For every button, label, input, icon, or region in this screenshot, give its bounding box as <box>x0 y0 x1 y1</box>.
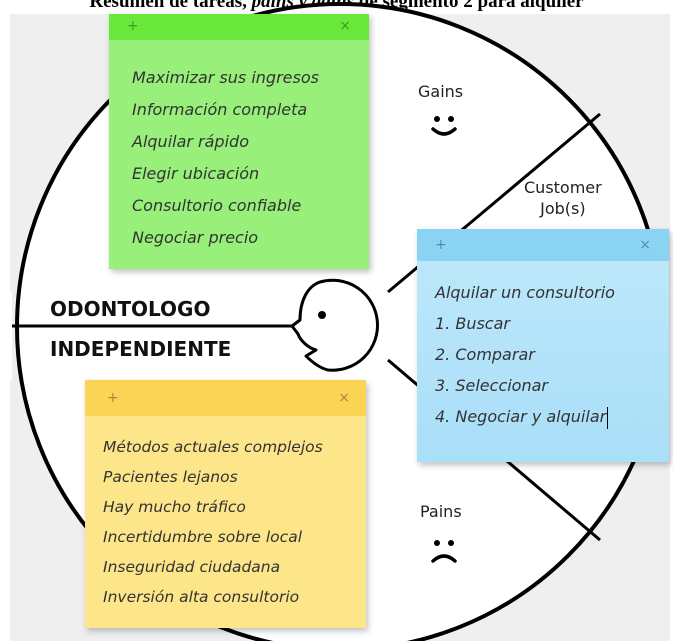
head-profile <box>290 278 379 372</box>
customer-jobs-sticky-note[interactable]: + × Alquilar un consultorio 1. Buscar 2.… <box>417 229 669 462</box>
canvas-left-strip <box>0 292 12 380</box>
gains-item: Negociar precio <box>132 228 259 247</box>
pains-label: Pains <box>420 502 462 521</box>
jobs-note-add-button[interactable]: + <box>435 237 447 253</box>
happy-face-icon <box>429 113 459 147</box>
jobs-note-body[interactable]: Alquilar un consultorio 1. Buscar 2. Com… <box>417 261 669 432</box>
customer-jobs-label-line-1: Customer <box>524 178 602 197</box>
gains-note-close-button[interactable]: × <box>339 18 351 34</box>
gains-item: Elegir ubicación <box>132 164 260 183</box>
segment-name-line-1: ODONTOLOGO <box>50 297 211 321</box>
jobs-item-last: 4. Negociar y alquilar <box>435 401 669 432</box>
gains-label: Gains <box>418 82 464 101</box>
jobs-item: 1. Buscar <box>435 314 510 333</box>
segment-name-line-2: INDEPENDIENTE <box>50 337 232 361</box>
pains-item: Incertidumbre sobre local <box>103 528 302 546</box>
pains-note-header: + × <box>85 380 366 416</box>
pains-note-close-button[interactable]: × <box>338 390 350 406</box>
customer-jobs-label-line-2: Job(s) <box>540 199 586 218</box>
pains-item: Inseguridad ciudadana <box>103 558 281 576</box>
gains-item: Alquilar rápido <box>132 132 249 151</box>
pains-item: Hay mucho tráfico <box>103 498 246 516</box>
gains-note-body[interactable]: Maximizar sus ingresos Información compl… <box>109 40 369 254</box>
gains-item: Información completa <box>132 100 308 119</box>
pains-item: Métodos actuales complejos <box>103 438 323 456</box>
jobs-note-header: + × <box>417 229 669 261</box>
customer-jobs-label: Customer Job(s) <box>524 177 602 219</box>
title-part-3: de segmento 2 para alquiler <box>358 0 584 12</box>
gains-item: Consultorio confiable <box>132 196 302 215</box>
head-eye <box>318 311 326 319</box>
title-part-1: Resumen de tareas, <box>89 0 247 12</box>
jobs-note-close-button[interactable]: × <box>639 237 651 253</box>
gains-note-add-button[interactable]: + <box>127 18 139 34</box>
sad-face-icon <box>429 537 459 571</box>
jobs-item: 2. Comparar <box>435 345 535 364</box>
gains-note-header: + × <box>109 14 369 40</box>
text-cursor <box>607 406 609 429</box>
jobs-item: Alquilar un consultorio <box>435 283 615 302</box>
pains-sticky-note[interactable]: + × Métodos actuales complejos Pacientes… <box>85 380 366 628</box>
pains-note-add-button[interactable]: + <box>107 390 119 406</box>
pains-note-body[interactable]: Métodos actuales complejos Pacientes lej… <box>85 416 366 612</box>
jobs-item-text: 4. Negociar y alquilar <box>435 407 607 426</box>
pains-item: Inversión alta consultorio <box>103 588 300 606</box>
gains-sticky-note[interactable]: + × Maximizar sus ingresos Información c… <box>109 14 369 269</box>
pains-item: Pacientes lejanos <box>103 468 238 486</box>
jobs-item: 3. Seleccionar <box>435 376 548 395</box>
gains-item: Maximizar sus ingresos <box>132 68 319 87</box>
